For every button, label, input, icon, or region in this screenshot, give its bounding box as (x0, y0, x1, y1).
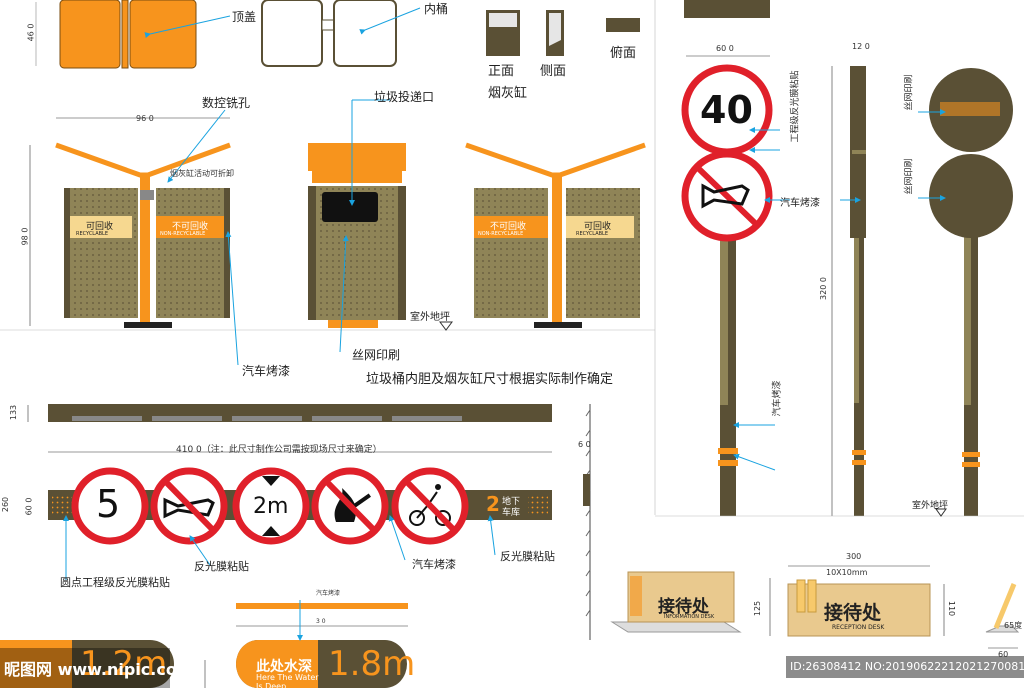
watermark-logo-bg (0, 648, 170, 688)
speed-post-back (929, 68, 1013, 516)
reception-side (985, 583, 1020, 649)
water-depth-left: 1.2m (80, 644, 168, 684)
ashtray-drawing (486, 10, 640, 56)
banner-reflective-label: 反光膜粘贴 (194, 560, 249, 573)
bin-single (308, 143, 406, 328)
post-silk1-label: 丝网印刷 (904, 74, 915, 111)
sign-height-limit (232, 467, 310, 545)
post-top-block (684, 0, 770, 18)
ashtray-title: 烟灰缸 (488, 86, 528, 101)
bin-height-dim: 98 0 (20, 227, 30, 246)
reception-width-dim: 300 (846, 552, 862, 561)
post-reflective-label: 工程级反光膜粘贴 (790, 70, 801, 143)
banner-paint-label: 汽车烤漆 (412, 558, 456, 571)
lid-label: 顶盖 (232, 10, 257, 24)
garage-text2: 车库 (502, 508, 521, 518)
drop-opening-label: 垃圾投递口 (374, 90, 435, 104)
reception-large (769, 565, 945, 637)
inner-bin-label: 内桶 (424, 2, 449, 16)
bin3-non-recyclable-en: NON-RECYCLABLE (478, 231, 524, 237)
reception-big-en: RECEPTION DESK (832, 624, 885, 631)
garage-number: 2 (486, 492, 500, 516)
bins-ground-label: 室外地坪 (410, 312, 450, 323)
speed-limit-value: 40 (700, 88, 753, 132)
banner-span-dim: 410 0（注：此尺寸制作公司需按现场尺寸来确定） (176, 445, 382, 455)
sign-speed-5 (71, 467, 149, 545)
post-paint-label: 汽车烤漆 (780, 198, 820, 209)
ashtray-removable-note: 烟灰缸活动可折卸 (170, 169, 234, 178)
bin3-non-recyclable: 不可回收 (490, 222, 527, 232)
banner-dot-reflective-label: 圆点工程级反光膜粘贴 (60, 576, 170, 589)
bin1-recyclable: 可回收 (86, 222, 114, 232)
bin-width-dim: 96 0 (136, 114, 154, 123)
bin1-recyclable-en: RECYCLABLE (76, 231, 109, 237)
reception-small-title: 接待处 (658, 597, 709, 617)
water-dim: 3 0 (316, 618, 326, 625)
water-en1: Here The Water (256, 673, 319, 682)
water-title: 此处水深 (256, 659, 312, 675)
bin-double-left (29, 117, 231, 328)
bin3-recyclable: 可回收 (584, 222, 612, 232)
water-depth-right: 1.8m (328, 644, 416, 684)
speed-post-side (831, 66, 866, 516)
wall-side-dim: 6 0 (578, 440, 591, 449)
sign-height-value: 2m (253, 494, 289, 519)
lid-dim: 46 0 (26, 23, 36, 42)
post-ground-label: 室外地坪 (912, 501, 949, 511)
bin1-non-recyclable-en: NON-RECYCLABLE (160, 231, 206, 237)
speed-post-front (681, 55, 773, 516)
sign-no-bicycle (391, 467, 469, 545)
reception-small-en: INFORMATION DESK (664, 614, 715, 620)
post-side-dim: 12 0 (852, 42, 870, 51)
wall-side-view (583, 404, 591, 640)
cnc-hole-label: 数控铣孔 (202, 96, 251, 110)
post-height-dim: 320 0 (818, 277, 828, 300)
watermark-id-bg (786, 656, 1024, 678)
bins-note: 垃圾桶内胆及烟灰缸尺寸根据实际制作确定 (366, 372, 614, 387)
inner-bin-drawing (261, 0, 421, 67)
sign-no-fire (311, 467, 389, 545)
reception-side-dim: 60 (998, 650, 1009, 659)
banner-height-dim: 133 (9, 404, 19, 421)
post-width-dim: 60 0 (716, 44, 734, 53)
reception-height-dim2: 110 (947, 600, 957, 617)
banner-inner-dim: 60 0 (24, 497, 34, 516)
reception-slot-dim: 10X10mm (826, 568, 868, 577)
post-silk2-label: 丝网印刷 (904, 158, 915, 195)
sign-no-horn (150, 467, 228, 545)
water-sign-right (236, 600, 408, 688)
bin3-recyclable-en: RECYCLABLE (576, 231, 609, 237)
ashtray-side-label: 侧面 (540, 64, 567, 79)
water-en2: Is Deep (256, 682, 287, 691)
ashtray-top-label: 俯面 (610, 46, 637, 61)
banner-reflective2-label: 反光膜粘贴 (500, 550, 555, 563)
garage-text1: 地下 (502, 497, 521, 507)
banner-top-strip (27, 404, 552, 422)
reception-big-title: 接待处 (824, 602, 882, 624)
lid-drawing (35, 0, 231, 69)
watermark-logo: 昵图网 www.nipic.com (4, 660, 194, 679)
sign-speed-value: 5 (96, 482, 121, 526)
bin-double-right (465, 142, 646, 328)
bins-paint-label: 汽车烤漆 (242, 364, 291, 378)
bins-silkscreen-label: 丝网印刷 (352, 348, 401, 362)
water-paint-label: 汽车烤漆 (316, 590, 341, 597)
bin1-non-recyclable: 不可回收 (172, 222, 209, 232)
banner-left-dim: 260 (1, 496, 11, 513)
reception-height-dim: 125 (753, 600, 763, 617)
water-sign-left (0, 640, 206, 688)
post-paint2-label: 汽车烤漆 (772, 380, 783, 417)
ground-marker (439, 321, 453, 331)
watermark-id: ID:26308412 NO:20190622212021270081 (790, 660, 1024, 673)
reception-angle: 65度 (1004, 621, 1023, 630)
ashtray-front-label: 正面 (488, 64, 515, 79)
reception-small (610, 571, 742, 633)
